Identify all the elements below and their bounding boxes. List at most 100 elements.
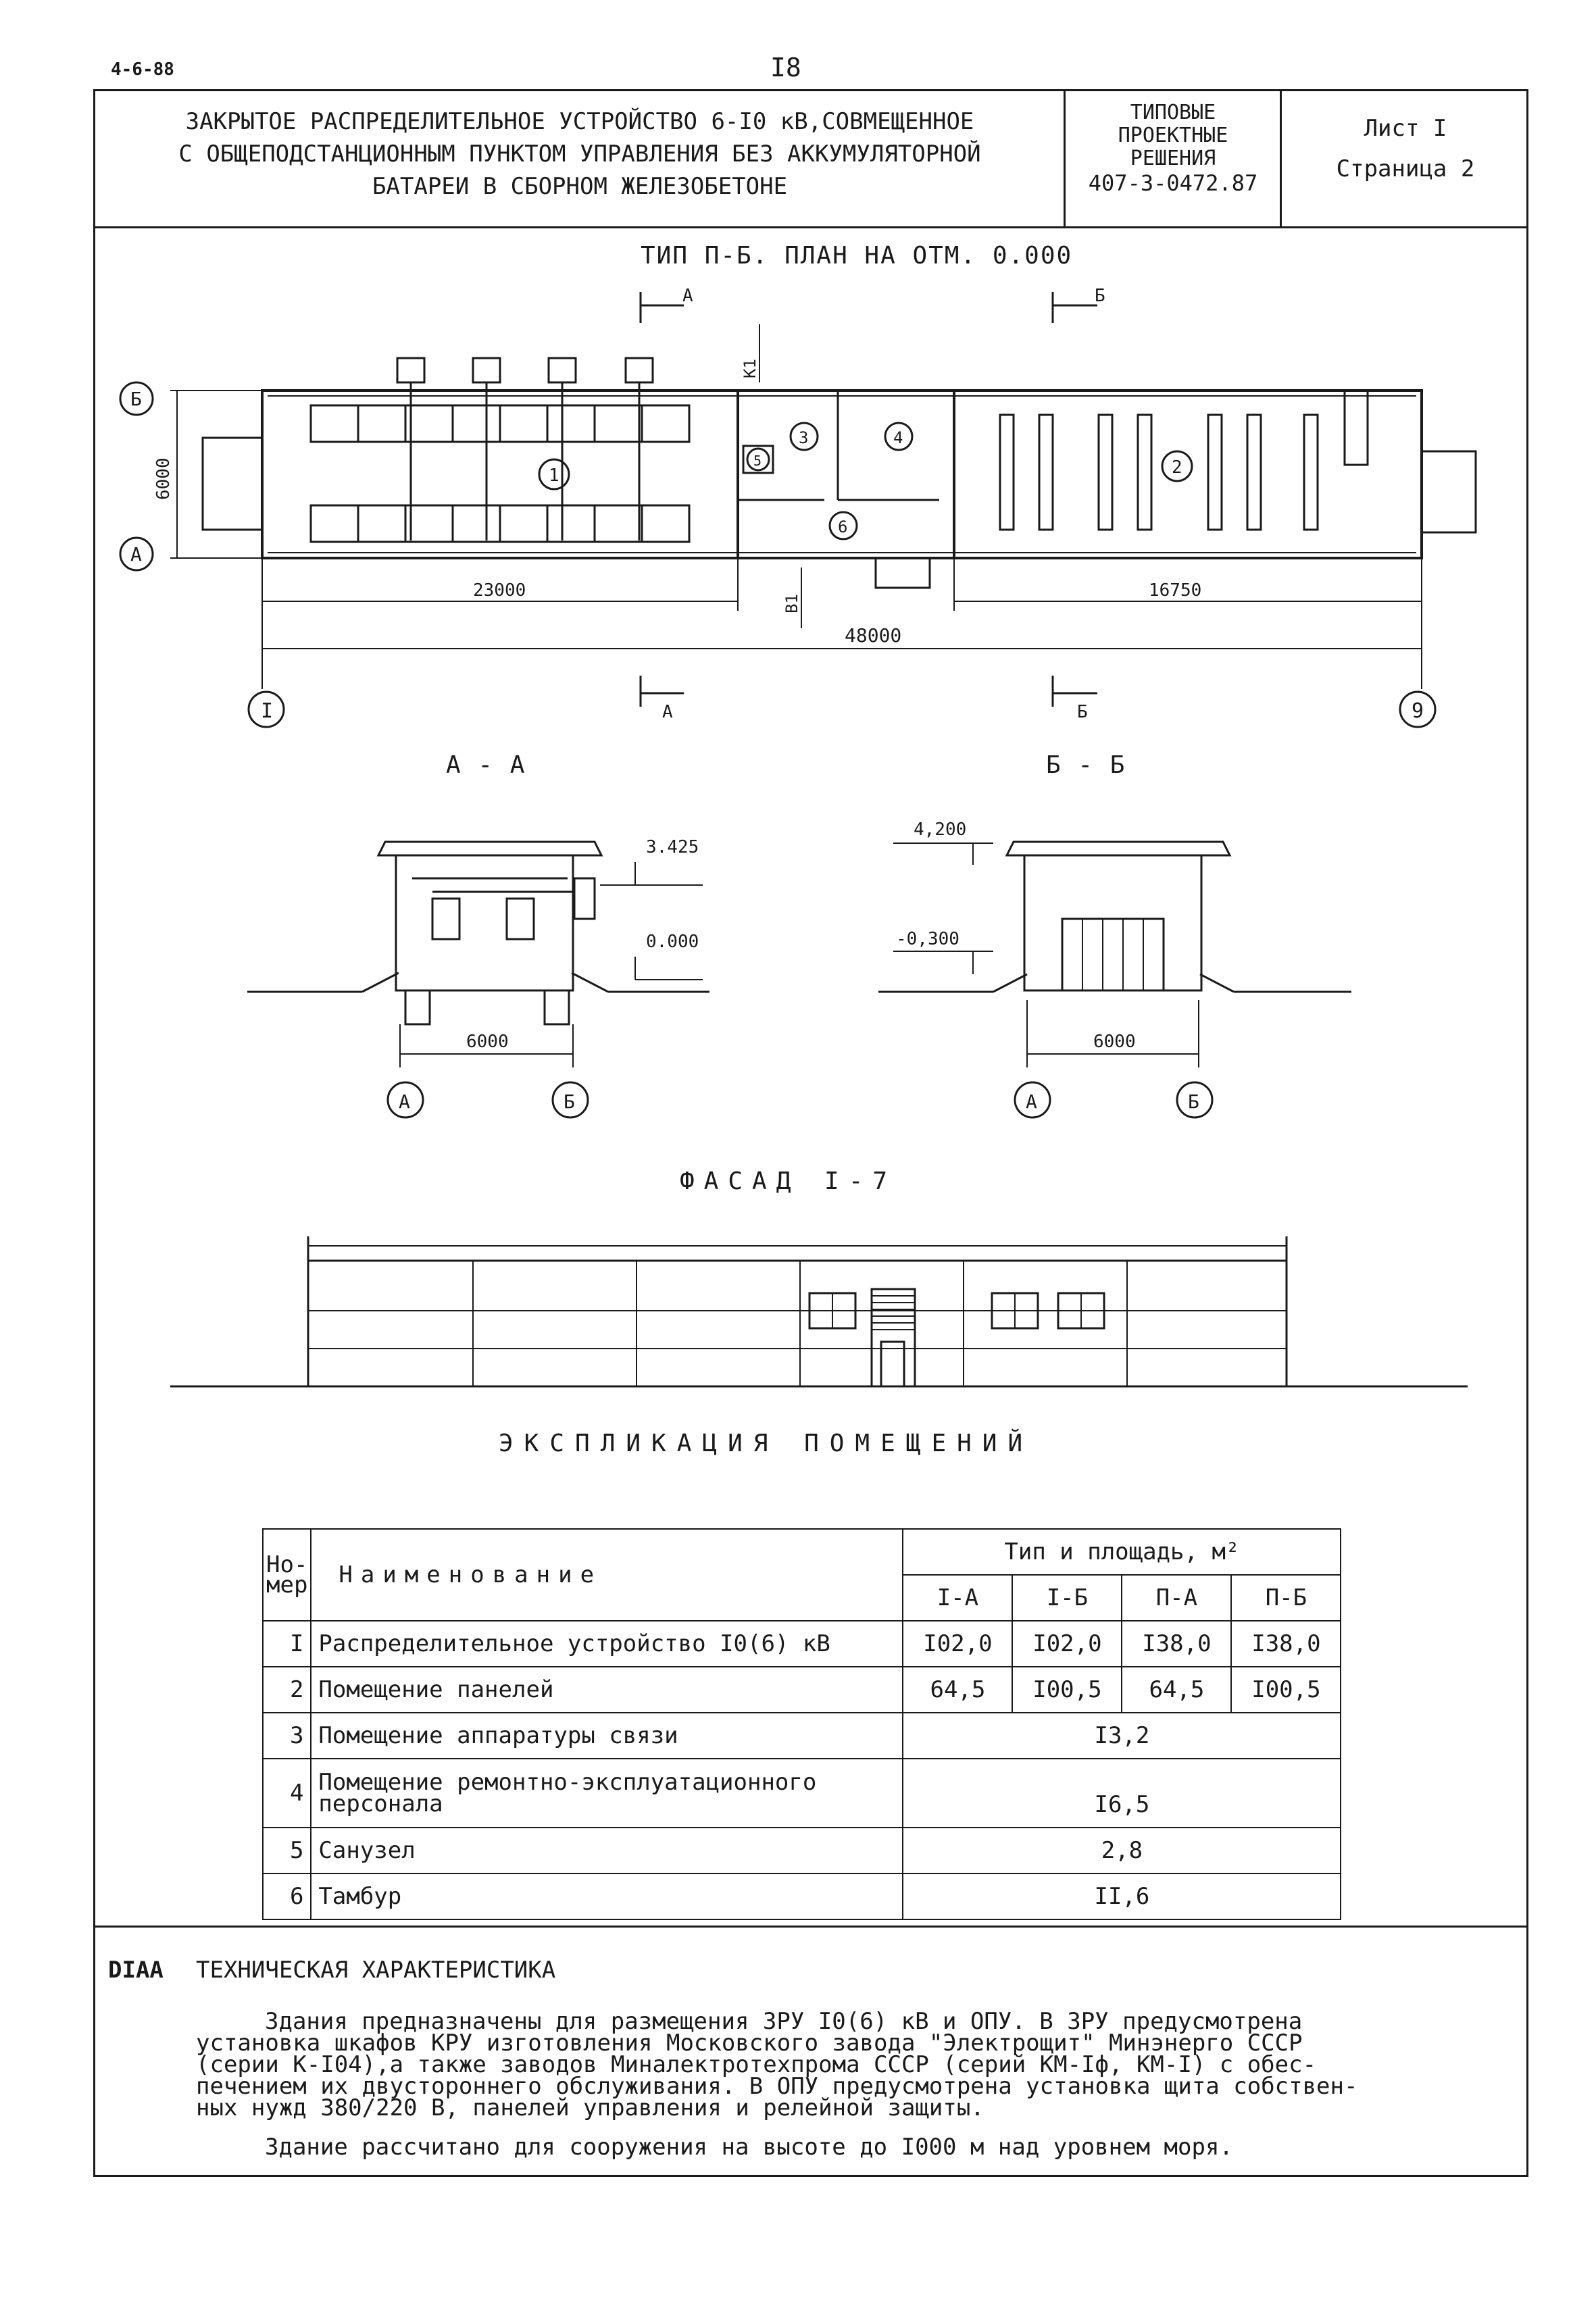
col-num-line-2: мер <box>266 1571 308 1599</box>
tech-line-2: установка шкафов КРУ изготовления Москов… <box>196 2030 1303 2057</box>
room-5-label: 5 <box>753 453 762 469</box>
table-row: 6 Тамбур II,6 <box>261 1873 1342 1920</box>
row-name: Распределительное устройство I0(6) кВ <box>310 1620 904 1667</box>
section-mark-b-top: Б <box>1095 286 1105 306</box>
title-line-1: ЗАКРЫТОЕ РАСПРЕДЕЛИТЕЛЬНОЕ УСТРОЙСТВО 6-… <box>185 108 974 135</box>
bb-level-top: 4,200 <box>914 820 966 840</box>
axis-b: Б <box>130 388 142 410</box>
type-pa: П-А <box>1121 1574 1232 1621</box>
facade-title: ФАСАД I-7 <box>680 1167 897 1195</box>
plan-width-dim: 6000 <box>153 457 174 500</box>
title-line-2: С ОБЩЕПОДСТАНЦИОННЫМ ПУНКТОМ УПРАВЛЕНИЯ … <box>178 141 981 168</box>
axis-1: I <box>261 699 273 723</box>
col-group-header: Тип и площадь, м² <box>902 1528 1342 1576</box>
row-num: 2 <box>261 1666 312 1713</box>
sheet-number: Лист I <box>1364 115 1447 142</box>
document-code: 4-6-88 <box>111 59 174 80</box>
row-name-line-2: персонала <box>318 1790 443 1817</box>
room-6-label: 6 <box>838 518 847 536</box>
section-divider <box>93 1926 1528 1928</box>
bb-level-low: -0,300 <box>896 929 959 949</box>
row-num: 5 <box>261 1827 312 1874</box>
title-block: ЗАКРЫТОЕ РАСПРЕДЕЛИТЕЛЬНОЕ УСТРОЙСТВО 6-… <box>93 89 1528 228</box>
section-mark-a-top: А <box>682 286 693 306</box>
row-value: I38,0 <box>1121 1620 1232 1667</box>
section-mark-a-bottom: А <box>662 702 673 722</box>
room-2-label: 2 <box>1172 457 1182 478</box>
section-aa-title: А - А <box>446 751 526 779</box>
table-row: 2 Помещение панелей 64,5 I00,5 64,5 I00,… <box>261 1666 1342 1713</box>
facade-drawing <box>170 1236 1468 1388</box>
page-number: I8 <box>770 53 801 82</box>
sheet-page: Страница 2 <box>1336 155 1475 182</box>
row-num: 3 <box>261 1712 312 1759</box>
plan-dim-right: 16750 <box>1149 580 1201 601</box>
aa-width-dim: 6000 <box>466 1032 509 1052</box>
row-value: I38,0 <box>1230 1620 1342 1667</box>
stamp-label: DIAA <box>108 1957 164 1984</box>
explication-title: ЭКСПЛИКАЦИЯ ПОМЕЩЕНИЙ <box>499 1430 1034 1457</box>
row-name: Помещение панелей <box>310 1666 904 1713</box>
section-mark-b-bottom: Б <box>1077 702 1088 722</box>
aa-axis-b: Б <box>564 1090 575 1113</box>
table-row: 4 Помещение ремонтно-эксплуатационного п… <box>261 1758 1342 1828</box>
table-header-row: Но- мер Наименование Тип и площадь, м² <box>261 1528 1342 1621</box>
row-value-merged: I6,5 <box>902 1758 1342 1828</box>
table-type-row: I-А I-Б П-А П-Б <box>263 1574 1342 1621</box>
tech-line-4: печением их двустороннего обслуживания. … <box>196 2073 1358 2100</box>
table-row: 5 Санузел 2,8 <box>261 1827 1342 1874</box>
tech-line-5: ных нужд 380/220 В, панелей управления и… <box>196 2094 984 2121</box>
sheet-frame <box>93 89 1528 2177</box>
col-num-header: Но- мер <box>261 1528 312 1621</box>
row-value: I02,0 <box>1012 1620 1123 1667</box>
floor-plan-drawing: А Б А Б Б А I 9 1 2 3 4 5 6 6000 23000 1… <box>119 286 1477 728</box>
plan-title: ТИП П-Б. ПЛАН НА ОТМ. 0.000 <box>641 242 1073 270</box>
table-row: I Распределительное устройство I0(6) кВ … <box>261 1620 1342 1667</box>
row-name: Тамбур <box>310 1873 904 1920</box>
label-b1: В1 <box>782 594 801 613</box>
row-value: 64,5 <box>902 1666 1014 1713</box>
explication-table: Но- мер Наименование Тип и площадь, м² I… <box>261 1528 1342 1920</box>
col-name-header: Наименование <box>310 1528 904 1621</box>
axis-a: А <box>130 543 142 565</box>
section-bb-title: Б - Б <box>1046 751 1126 779</box>
tech-line-3: (серии К-I04),а также заводов Миналектро… <box>196 2051 1317 2078</box>
type-pb: П-Б <box>1230 1574 1342 1621</box>
series-line-2: ПРОЕКТНЫЕ <box>1118 124 1228 147</box>
tech-line-6: Здание рассчитано для сооружения на высо… <box>265 2134 1233 2161</box>
title-line-3: БАТАРЕИ В СБОРНОМ ЖЕЛЕЗОБЕТОНЕ <box>372 173 788 200</box>
row-name: Санузел <box>310 1827 904 1874</box>
sections-drawing: 3.425 0.000 6000 А Б 4,200 -0,300 6000 А… <box>247 820 1351 1119</box>
room-3-label: 3 <box>799 428 808 447</box>
type-ia: I-А <box>902 1574 1014 1621</box>
row-value: 64,5 <box>1121 1666 1232 1713</box>
aa-level-zero: 0.000 <box>646 932 699 952</box>
series-line-3: РЕШЕНИЯ <box>1130 147 1216 170</box>
row-num: I <box>261 1620 312 1667</box>
row-name: Помещение аппаратуры связи <box>310 1712 904 1759</box>
row-num: 6 <box>261 1873 312 1920</box>
plan-dim-left: 23000 <box>473 580 526 601</box>
row-value: I02,0 <box>902 1620 1014 1667</box>
bb-axis-a: А <box>1026 1090 1037 1113</box>
row-value-merged: 2,8 <box>902 1827 1342 1874</box>
row-value: I00,5 <box>1012 1666 1123 1713</box>
row-num: 4 <box>261 1758 312 1828</box>
type-ib: I-Б <box>1012 1574 1123 1621</box>
aa-level-top: 3.425 <box>646 837 699 857</box>
bb-width-dim: 6000 <box>1093 1032 1136 1052</box>
room-4-label: 4 <box>893 428 903 447</box>
tech-line-1: Здания предназначены для размещения ЗРУ … <box>265 2008 1303 2035</box>
row-name-line-1: Помещение ремонтно-эксплуатационного <box>318 1769 817 1796</box>
col-num-line-1: Но- <box>266 1551 308 1578</box>
aa-axis-a: А <box>399 1090 410 1113</box>
bb-axis-b: Б <box>1188 1090 1199 1113</box>
axis-9: 9 <box>1412 699 1424 723</box>
tech-title: ТЕХНИЧЕСКАЯ ХАРАКТЕРИСТИКА <box>196 1957 556 1984</box>
label-k1: К1 <box>741 359 759 378</box>
room-1-label: 1 <box>549 466 559 486</box>
row-value-merged: II,6 <box>902 1873 1342 1920</box>
row-value: I00,5 <box>1230 1666 1342 1713</box>
series-code: 407-3-0472.87 <box>1088 170 1258 196</box>
table-row: 3 Помещение аппаратуры связи I3,2 <box>261 1712 1342 1759</box>
